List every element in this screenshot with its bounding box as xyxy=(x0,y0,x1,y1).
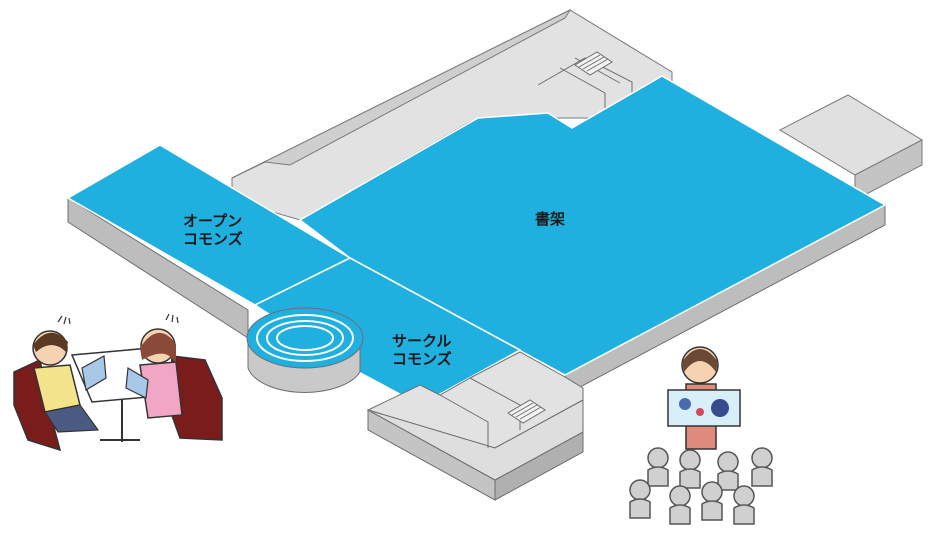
open-commons-label: オープン コモンズ xyxy=(183,212,243,248)
laptop-left xyxy=(81,355,107,391)
upper-stairwell xyxy=(537,51,633,131)
lower-gray-top-front xyxy=(367,399,584,481)
back-gray-structure xyxy=(231,8,924,221)
round-platform-ring-outer xyxy=(256,314,354,362)
back-gray-wall-top xyxy=(231,8,572,179)
zone-dividers xyxy=(254,257,521,351)
bookshelves-label: 書架 xyxy=(535,210,565,228)
circle-commons-label-line2: コモンズ xyxy=(392,350,452,368)
bookshelves-label-text: 書架 xyxy=(535,210,566,228)
picture-card xyxy=(667,389,741,427)
circle-commons-block xyxy=(246,257,522,406)
lower-stairwell xyxy=(439,377,546,448)
circle-commons-label-line1: サークル xyxy=(392,332,452,350)
open-commons-label-line2: コモンズ xyxy=(183,230,243,248)
audience-silhouettes xyxy=(629,447,773,525)
laptop-right xyxy=(125,366,149,399)
circle-commons-label: サークル コモンズ xyxy=(392,332,452,368)
open-commons-label-line1: オープン xyxy=(183,212,243,230)
student-right-body xyxy=(139,361,183,419)
round-platform-ring-middle xyxy=(266,320,344,356)
round-platform-top xyxy=(246,307,364,369)
lower-gray-structure xyxy=(366,351,584,501)
storytelling-audience-illustration xyxy=(629,346,773,525)
round-platform-ring-inner xyxy=(276,325,334,351)
two-students-with-laptops-illustration xyxy=(13,313,223,452)
